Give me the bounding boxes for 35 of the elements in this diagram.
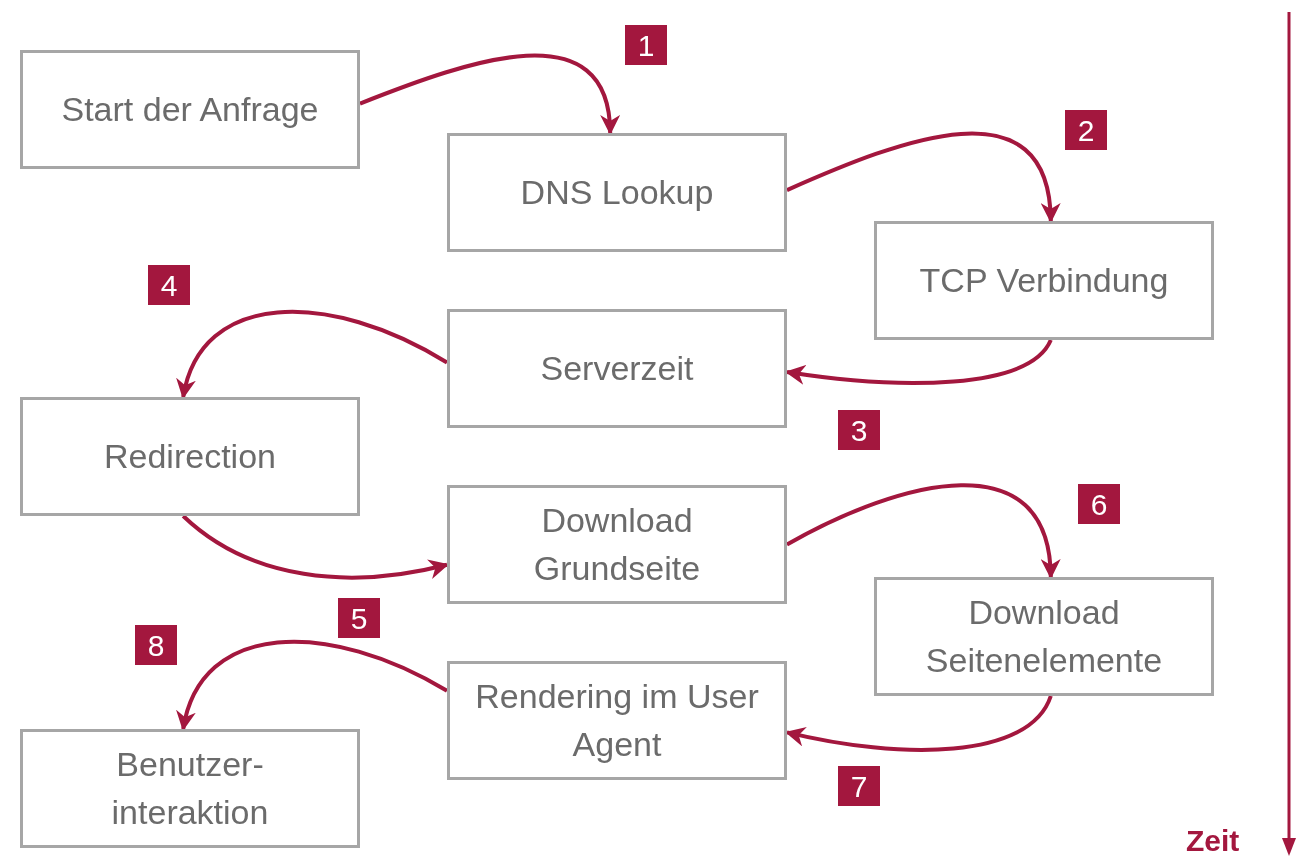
process-box [874,221,1214,340]
box-label: DNS Lookup [520,171,714,213]
step-number: 1 [625,25,667,65]
process-box [874,577,1214,696]
process-box [20,397,360,516]
curved-arrow [786,131,1059,223]
step-number: 8 [135,625,177,665]
process-box [20,50,360,169]
curved-arrow [785,695,1053,752]
curved-arrow [178,639,448,731]
box-label: Start der Anfrage [61,88,319,130]
step-number: 4 [148,265,190,305]
box-label: Serverzeit [540,347,694,389]
process-box [447,661,787,780]
box-label: Download Grundseite [532,499,702,589]
process-box [447,309,787,428]
curved-arrow [786,483,1059,579]
axis-label: Zeit [1186,826,1240,856]
curved-arrow [785,338,1053,385]
box-label: Redirection [104,435,276,477]
step-number: 3 [838,410,880,450]
step-number: 6 [1078,484,1120,524]
step-number: 7 [838,766,880,806]
process-box [20,729,360,848]
box-label: Benutzer- interaktion [110,743,270,833]
step-number: 5 [338,598,380,638]
box-label: Rendering im User Agent [474,675,760,765]
box-label: TCP Verbindung [919,259,1169,301]
process-box [447,133,787,252]
curved-arrow [181,514,449,580]
process-box [447,485,787,604]
step-number: 2 [1065,110,1107,150]
curved-arrow [178,310,448,399]
box-label: Download Seitenelemente [924,591,1164,681]
curved-arrow [359,53,619,135]
